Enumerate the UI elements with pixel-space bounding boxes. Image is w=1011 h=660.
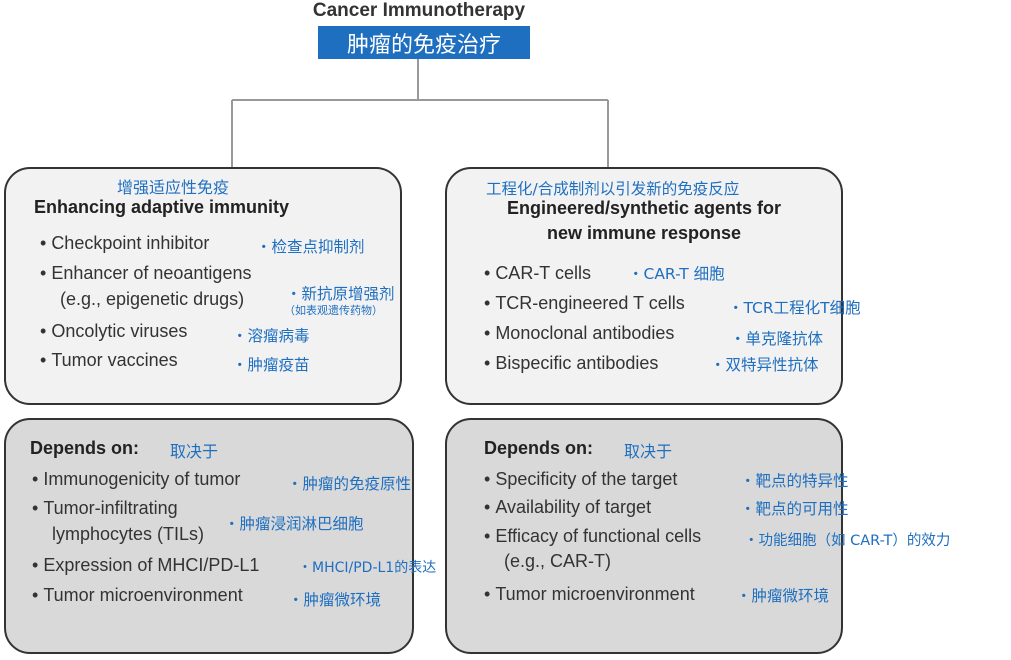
bullet-dot: • — [40, 263, 52, 283]
list-item: • Tumor-infiltrating — [32, 498, 178, 518]
list-item: • Efficacy of functional cells — [484, 526, 702, 546]
bullet-dot: • — [32, 498, 44, 518]
bullet-dot: • — [484, 323, 496, 343]
list-item-cn: ・肿瘤的免疫原性 — [287, 475, 412, 493]
diagram-title: Cancer Immunotherapy — [312, 0, 526, 21]
list-item: • Monoclonal antibodies — [484, 323, 675, 343]
box-enhancing-adaptive-immunity — [4, 167, 402, 405]
box-engineered-synthetic-agents — [445, 167, 843, 405]
bullet-dot: • — [32, 585, 44, 605]
diagram-title-cn-banner: 肿瘤的免疫治疗 — [318, 26, 530, 59]
bullet-dot: • — [40, 321, 52, 341]
list-item-cn: ・溶瘤病毒 — [232, 327, 310, 345]
list-item-cn: ・肿瘤浸润淋巴细胞 — [224, 515, 364, 533]
list-item-line2: (e.g., CAR-T) — [504, 551, 612, 571]
bullet-dot: • — [40, 233, 52, 253]
list-item-cn: ・功能细胞（如 CAR-T）的效力 — [744, 533, 951, 549]
list-item-cn: ・肿瘤微环境 — [736, 587, 830, 605]
bullet-dot: • — [484, 469, 496, 489]
list-item-cn: ・肿瘤疫苗 — [232, 356, 310, 374]
box-left-depends-on — [4, 418, 414, 654]
left-top-title-cn: 增强适应性免疫 — [117, 178, 230, 197]
right-top-title-line1: Engineered/synthetic agents for — [506, 198, 782, 218]
bullet-dot: • — [32, 469, 44, 489]
list-item: • Availability of target — [484, 497, 652, 517]
right-bottom-header: Depends on: — [484, 438, 594, 458]
bullet-dot: • — [484, 293, 496, 313]
list-item-cn: ・靶点的可用性 — [740, 500, 849, 518]
list-item-cn-note: （如表观遗传药物） — [284, 304, 383, 317]
right-bottom-header-cn: 取决于 — [624, 442, 673, 461]
list-item-cn: ・双特异性抗体 — [710, 356, 819, 374]
bullet-dot: • — [484, 263, 496, 283]
bullet-dot: • — [484, 497, 496, 517]
list-item-cn: ・MHCI/PD-L1的表达 — [298, 560, 437, 576]
right-top-title-cn: 工程化/合成制剂以引发新的免疫反应 — [486, 180, 740, 198]
list-item: • Oncolytic viruses — [40, 321, 188, 341]
bullet-dot: • — [40, 350, 52, 370]
list-item: • TCR-engineered T cells — [484, 293, 685, 313]
list-item-cn: ・CAR-T 细胞 — [628, 265, 725, 283]
left-bottom-header-cn: 取决于 — [170, 442, 219, 461]
box-right-depends-on — [445, 418, 843, 654]
bullet-dot: • — [484, 526, 496, 546]
left-top-title: Enhancing adaptive immunity — [34, 197, 290, 217]
right-top-title-line2: new immune response — [546, 223, 742, 243]
list-item: • Tumor microenvironment — [484, 584, 695, 604]
list-item-cn: ・TCR工程化T细胞 — [728, 299, 861, 317]
list-item: • Checkpoint inhibitor — [40, 233, 210, 253]
list-item-line2: lymphocytes (TILs) — [52, 524, 205, 544]
list-item: • Specificity of the target — [484, 469, 678, 489]
list-item-cn: ・肿瘤微环境 — [288, 591, 382, 609]
bullet-dot: • — [484, 353, 496, 373]
list-item-cn: ・单克隆抗体 — [730, 330, 824, 348]
tree-connector — [231, 59, 609, 168]
list-item-cn: ・靶点的特异性 — [740, 472, 849, 490]
list-item-cn: ・新抗原增强剂 — [286, 285, 395, 303]
bullet-dot: • — [484, 584, 496, 604]
list-item: • Immunogenicity of tumor — [32, 469, 241, 489]
list-item-cn: ・检查点抑制剂 — [256, 238, 365, 256]
bullet-dot: • — [32, 555, 44, 575]
left-bottom-header: Depends on: — [30, 438, 140, 458]
list-item: • Tumor vaccines — [40, 350, 178, 370]
list-item: • Expression of MHCI/PD-L1 — [32, 555, 260, 575]
list-item: • Bispecific antibodies — [484, 353, 659, 373]
list-item: • CAR-T cells — [484, 263, 591, 283]
list-item: • Tumor microenvironment — [32, 585, 243, 605]
list-item-line2: (e.g., epigenetic drugs) — [60, 289, 245, 309]
list-item: • Enhancer of neoantigens — [40, 263, 252, 283]
